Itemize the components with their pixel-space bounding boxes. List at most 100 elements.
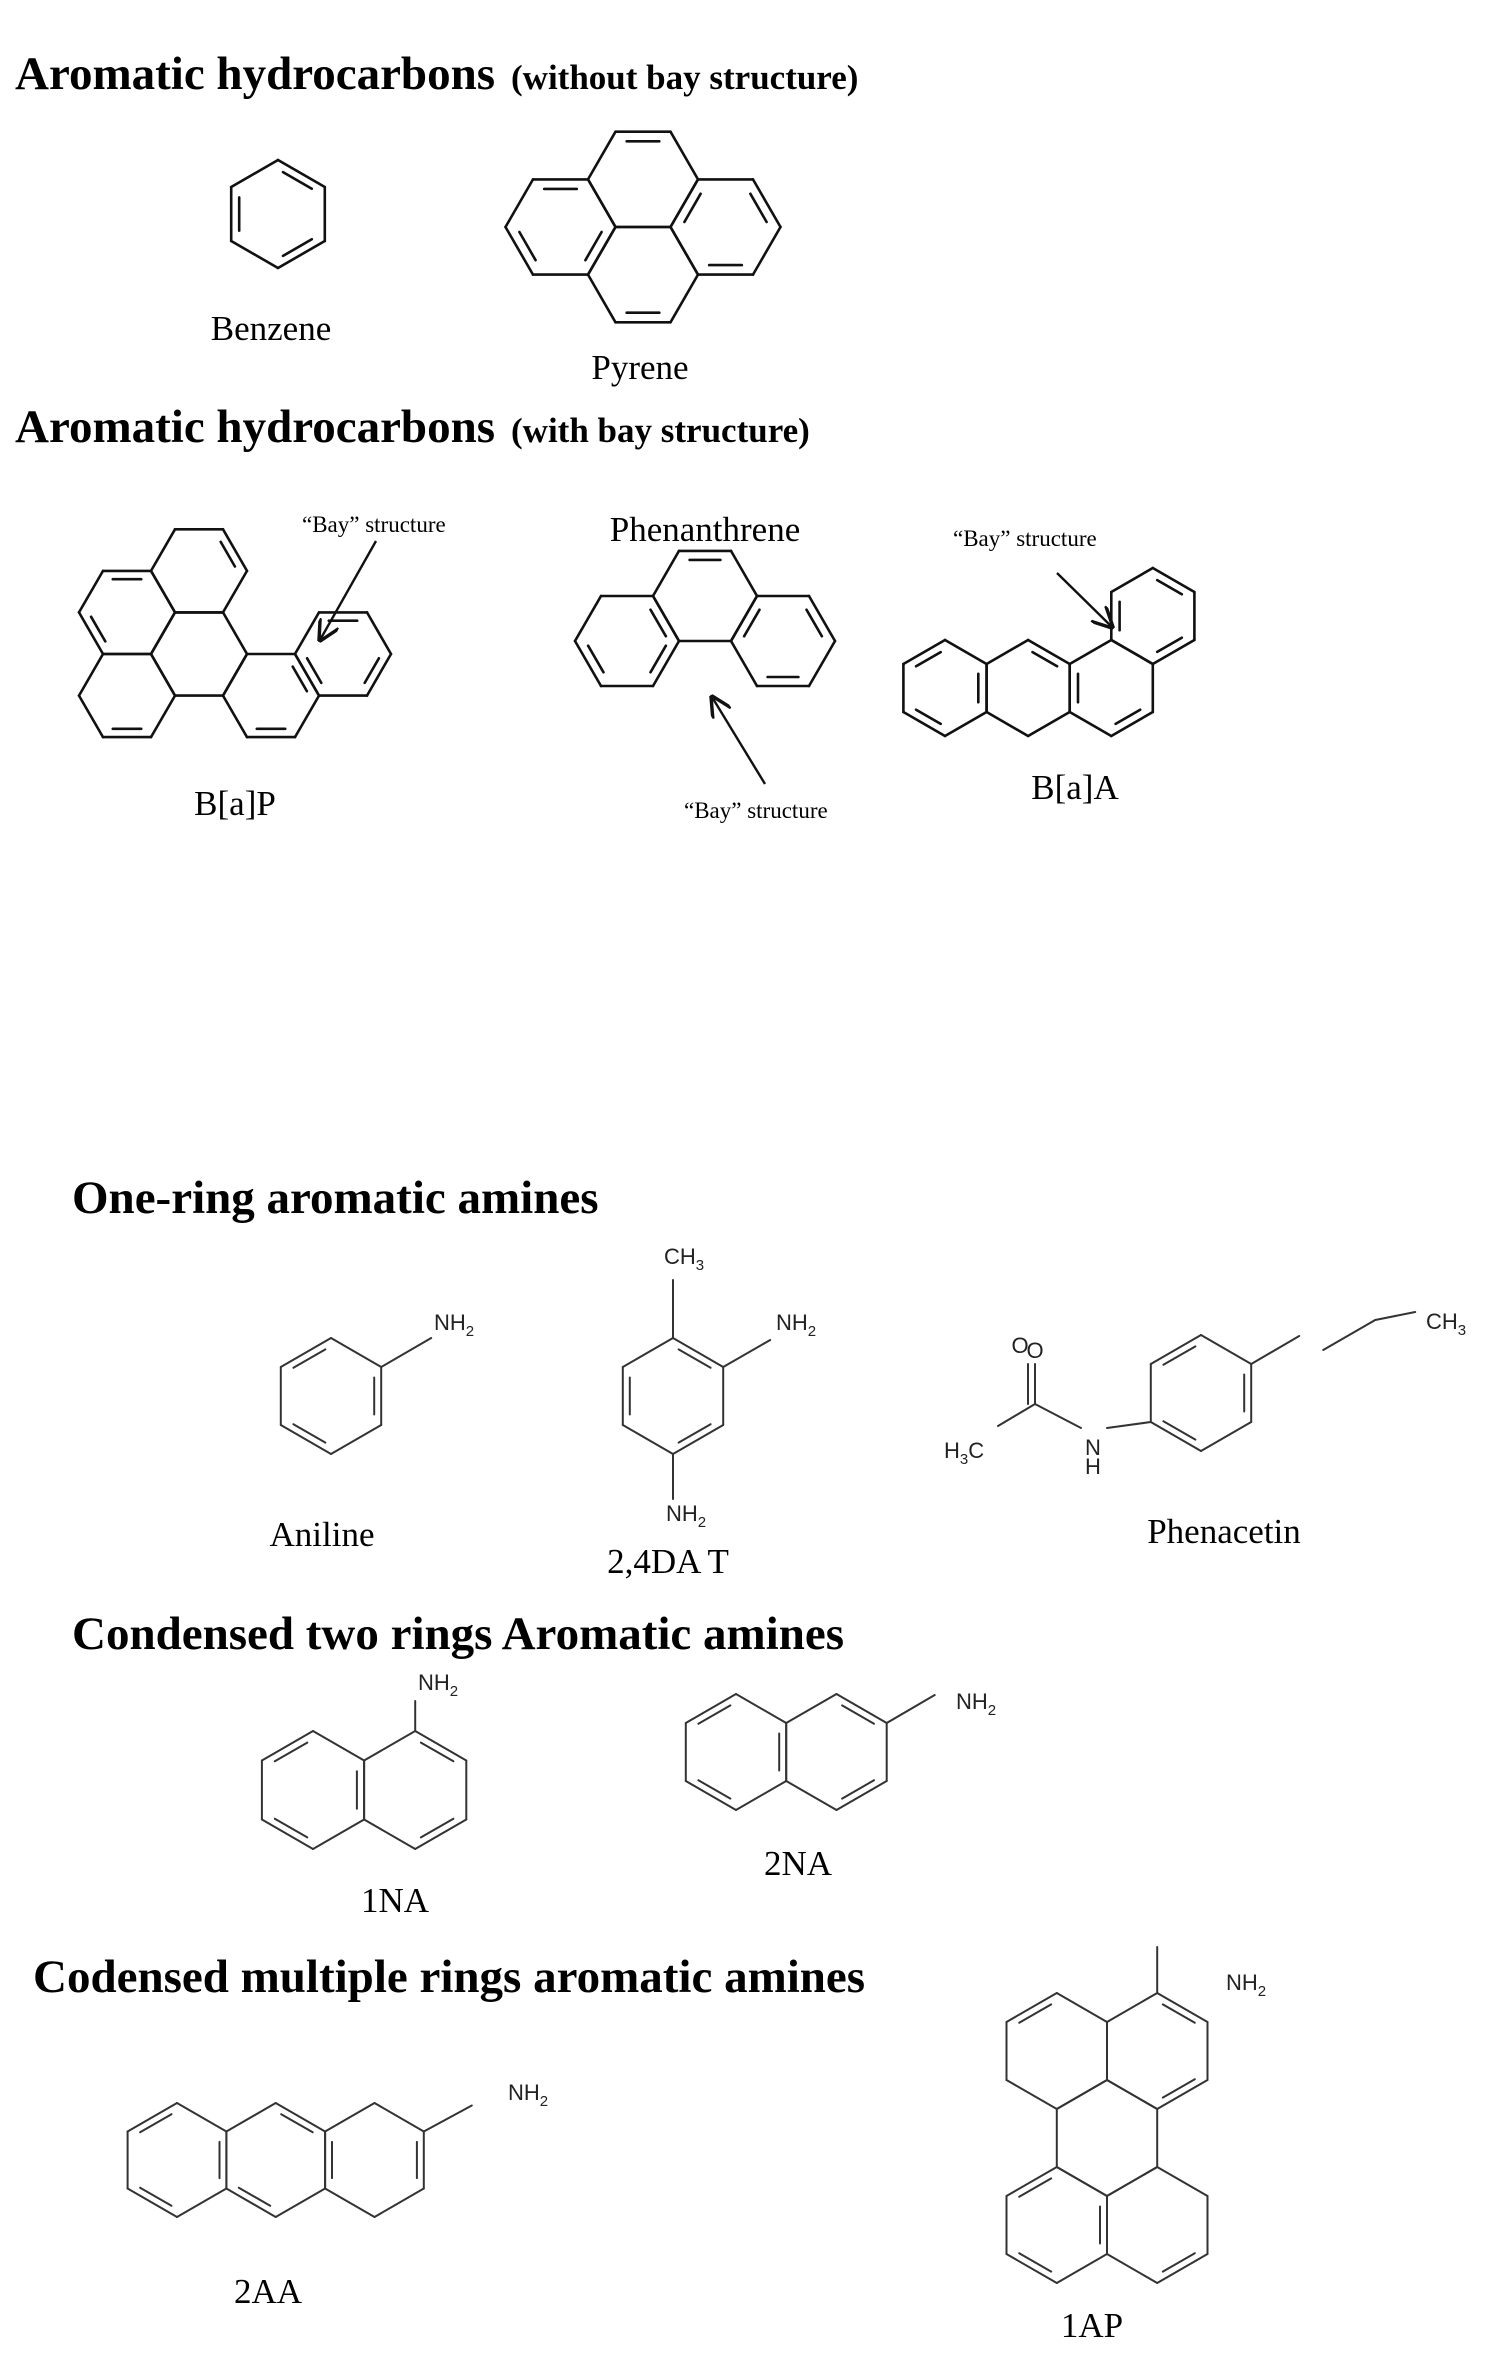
ring-bond: [77, 694, 105, 739]
phenacetin-structure: [997, 1311, 1417, 1452]
section-title-one-ring: One-ring aromatic amines: [72, 1172, 599, 1224]
double-bond-line: [697, 1704, 732, 1725]
ring-bond: [126, 2102, 178, 2133]
ring-bond: [274, 2102, 327, 2133]
ring-bond: [751, 178, 782, 229]
ring-bond: [363, 1818, 417, 1850]
double-bond-line: [291, 665, 309, 693]
ring-bond: [225, 2187, 277, 2218]
double-bond-line: [518, 230, 537, 262]
ring-bond: [985, 638, 1030, 666]
double-bond-line: [1162, 1345, 1197, 1366]
ring-bond: [621, 1337, 674, 1368]
ring-bond: [229, 239, 280, 270]
bap-structure: [77, 527, 393, 739]
double-bond-line: [1114, 708, 1142, 726]
ring-bond: [586, 225, 617, 276]
ring-bond: [1156, 2166, 1209, 2197]
section-title-two-rings: Condensed two rings Aromatic amines: [72, 1608, 844, 1660]
ring-bond: [902, 638, 947, 666]
ring-bond: [324, 2102, 376, 2133]
section-title-text: Aromatic hydrocarbons: [15, 401, 495, 453]
ring-bond: [902, 710, 947, 738]
amide-bond: [1106, 1421, 1152, 1429]
ring-bond: [225, 2102, 277, 2133]
ring-bond: [149, 694, 177, 739]
atom-label-nh2: NH2: [956, 1689, 996, 1719]
double-bond-line: [89, 615, 107, 643]
ring-bond: [1151, 638, 1196, 666]
ring-bond: [729, 639, 759, 688]
ring-bond: [785, 1780, 838, 1811]
ring-bond: [260, 1730, 314, 1762]
section-qualifier: (without bay structure): [511, 58, 858, 97]
ring-bond: [1106, 2166, 1159, 2197]
ring-bond: [365, 611, 393, 656]
compound-label-bap: B[a]P: [194, 784, 276, 823]
double-bond-line: [1018, 2003, 1053, 2024]
ring-bond: [1055, 2079, 1108, 2110]
double-bond-line: [237, 2186, 272, 2207]
bay-label-baa: “Bay” structure: [953, 526, 1097, 551]
ring-bond: [735, 1780, 788, 1811]
ring-bond: [149, 611, 177, 656]
compound-label-2na: 2NA: [764, 1844, 833, 1883]
ring-bond: [573, 639, 603, 688]
ring-bond: [77, 652, 105, 697]
double-bond-line: [749, 192, 768, 224]
ring-bond: [1106, 1992, 1159, 2023]
double-bond-line: [841, 1704, 875, 1725]
compound-label-phenacetin: Phenacetin: [1147, 1512, 1301, 1551]
double-bond-line: [677, 1423, 712, 1444]
ring-bond: [729, 549, 759, 598]
ring-bond: [221, 527, 249, 573]
ring-bond: [293, 611, 321, 656]
ring-bond: [414, 1818, 468, 1850]
ring-bond: [1110, 638, 1155, 666]
double-bond-line: [1161, 2078, 1196, 2099]
ring-bond: [669, 178, 700, 229]
ring-bond: [1026, 638, 1071, 666]
ring-bond: [807, 639, 837, 688]
double-bond-line: [586, 644, 605, 674]
ring-bond: [77, 611, 105, 656]
ring-bond: [276, 158, 327, 189]
ethyl-bond: [1374, 1311, 1417, 1321]
ring-bond: [1106, 2079, 1159, 2110]
aniline-structure: [279, 1337, 433, 1455]
compound-label-benzene: Benzene: [211, 309, 331, 348]
1na-structure: [260, 1700, 468, 1850]
ring-bond: [835, 1780, 888, 1811]
ring-bond: [1151, 566, 1196, 594]
ring-bond: [669, 130, 700, 181]
double-bond-line: [1018, 2177, 1053, 2198]
ring-bond: [149, 569, 177, 614]
ring-bond: [149, 652, 177, 697]
bay-arrow-baa: [1056, 572, 1112, 627]
ring-bond: [1156, 2079, 1209, 2110]
ring-bond: [176, 2187, 228, 2218]
double-bond-line: [419, 1741, 455, 1763]
ring-bond: [785, 1693, 838, 1724]
ring-bond: [1068, 638, 1113, 666]
pyrene-structure: [504, 130, 782, 324]
ring-bond: [221, 652, 249, 697]
compound-label-1ap: 1AP: [1061, 2306, 1123, 2345]
double-bond-line: [805, 608, 824, 638]
compound-label-1na: 1NA: [361, 1881, 430, 1920]
ring-bond: [312, 1730, 366, 1762]
ring-bond: [373, 2102, 425, 2133]
amine-bond: [422, 2104, 473, 2133]
bay-arrow-phenanthrene: [712, 697, 767, 785]
atom-label-o: O: [1026, 1338, 1043, 1363]
double-bond-line: [1161, 2252, 1196, 2273]
ring-bond: [1149, 1421, 1202, 1452]
ring-bond: [324, 2187, 376, 2218]
atom-label-nh2: NH2: [508, 2080, 548, 2110]
ring-bond: [669, 273, 700, 324]
ring-bond: [669, 225, 700, 276]
double-bond-line: [742, 608, 761, 638]
section-title-multi-rings: Codensed multiple rings aromatic amines: [33, 1951, 865, 2003]
